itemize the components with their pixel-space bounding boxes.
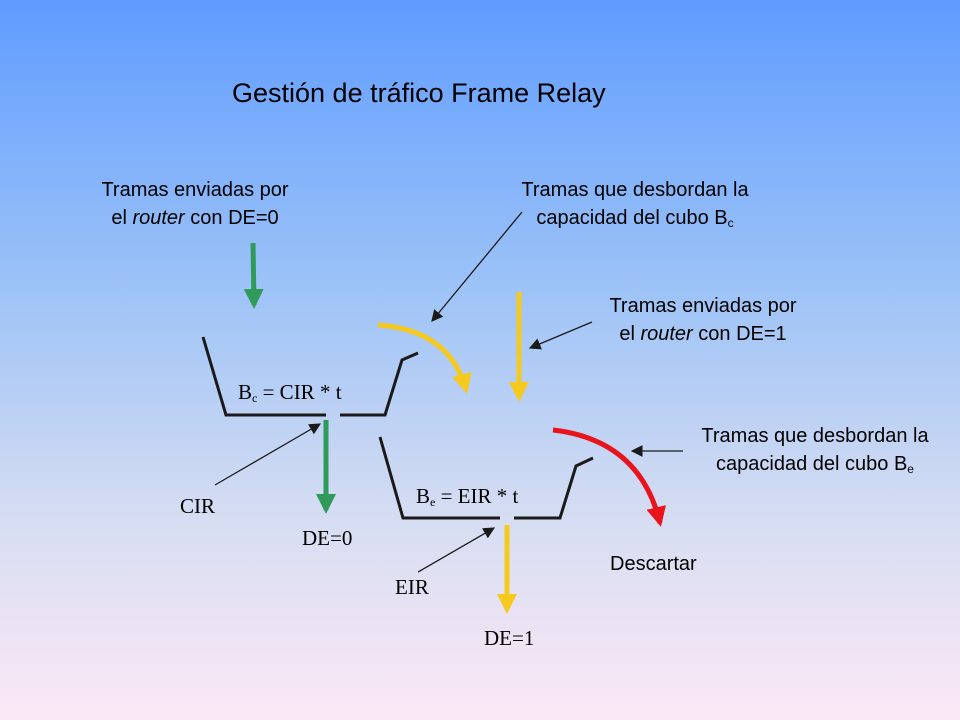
label-desbordan-be: Tramas que desbordan la capacidad del cu… xyxy=(690,422,940,483)
pointer-eir xyxy=(417,527,496,573)
label-de0: DE=0 xyxy=(302,526,353,550)
label-cir: CIR xyxy=(180,494,216,518)
label-desbordan-bc-line1: Tramas que desbordan la xyxy=(521,179,749,201)
label-desbordan-be-line2: capacidad del cubo Be xyxy=(716,453,914,476)
label-tramas-de1-line2: el router con DE=1 xyxy=(619,323,787,345)
diagram-title: Gestión de tráfico Frame Relay xyxy=(232,78,606,108)
arrow-overflow-bc xyxy=(377,322,472,394)
label-tramas-de0: Tramas enviadas por el router con DE=0 xyxy=(90,176,300,232)
label-desbordan-be-line1: Tramas que desbordan la xyxy=(701,425,929,447)
pointer-tramas-de1 xyxy=(528,321,593,350)
bucket-bc xyxy=(201,336,419,417)
arrow-overflow-be xyxy=(552,427,666,527)
label-de1: DE=1 xyxy=(484,626,535,650)
pointer-desbordan-bc xyxy=(431,211,523,322)
label-bc-formula: Bc = CIR * t xyxy=(238,380,342,405)
label-be-formula: Be = EIR * t xyxy=(416,484,519,509)
label-tramas-de1: Tramas enviadas por el router con DE=1 xyxy=(598,292,808,348)
bucket-be xyxy=(378,436,594,520)
label-tramas-de0-line1: Tramas enviadas por xyxy=(101,179,289,201)
label-eir: EIR xyxy=(395,575,429,599)
arrow-input-de0 xyxy=(243,242,264,309)
label-tramas-de1-line1: Tramas enviadas por xyxy=(609,295,797,317)
pointer-cir xyxy=(214,423,322,486)
label-desbordan-bc: Tramas que desbordan la capacidad del cu… xyxy=(520,176,750,237)
label-tramas-de0-line2: el router con DE=0 xyxy=(111,207,279,229)
label-desbordan-bc-line2: capacidad del cubo Bc xyxy=(536,207,734,230)
label-descartar: Descartar xyxy=(610,553,697,575)
